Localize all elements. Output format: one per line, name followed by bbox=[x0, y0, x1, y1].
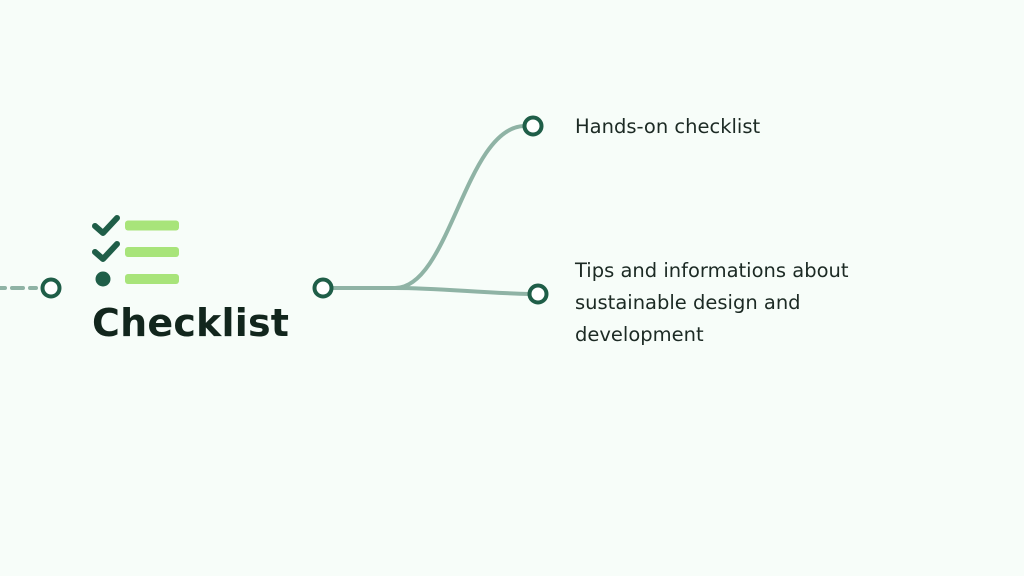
checklist-bar bbox=[125, 274, 179, 284]
branch-label-hands-on[interactable]: Hands-on checklist bbox=[575, 115, 761, 138]
incoming-node[interactable] bbox=[40, 277, 62, 299]
check-mark-icon bbox=[92, 215, 120, 236]
branch-node-lower[interactable] bbox=[527, 283, 549, 305]
checklist-bar bbox=[125, 220, 179, 231]
page-title: Checklist bbox=[92, 301, 290, 345]
branch-connector-lower bbox=[329, 286, 532, 296]
checklist-icon bbox=[92, 215, 179, 287]
branch-connector-upper bbox=[329, 124, 526, 290]
check-mark-icon bbox=[92, 241, 120, 262]
branch-node-upper[interactable] bbox=[522, 115, 544, 137]
branch-label-tips[interactable]: Tips and informations about sustainable … bbox=[575, 259, 849, 346]
source-node[interactable] bbox=[312, 277, 334, 299]
checklist-bar bbox=[125, 247, 179, 257]
bullet-dot-icon bbox=[95, 271, 111, 287]
